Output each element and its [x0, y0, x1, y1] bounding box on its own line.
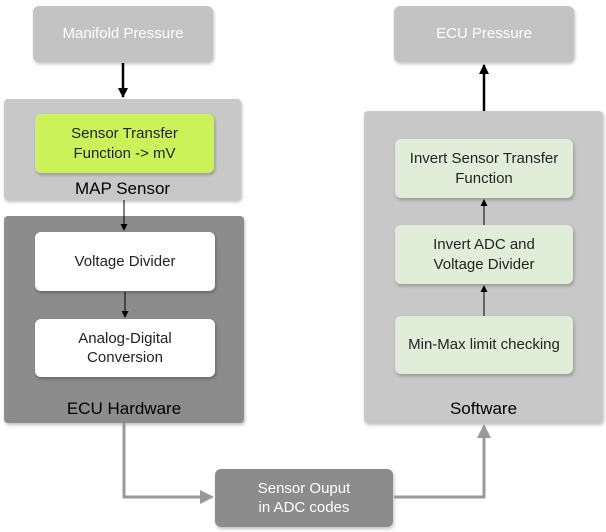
voltage-divider-box: Voltage Divider [35, 232, 215, 291]
sensor-transfer-function-box: Sensor Transfer Function -> mV [35, 114, 214, 173]
software-group: Invert Sensor Transfer Function Invert A… [364, 111, 603, 423]
voltage-divider-label: Voltage Divider [74, 252, 176, 270]
ecu-pressure-box: ECU Pressure [394, 6, 574, 62]
ecu-hardware-label: ECU Hardware [66, 399, 182, 418]
map-sensor-group: Sensor Transfer Function -> mV MAP Senso… [4, 99, 241, 200]
sensor-output-label: Sensor Ouput in ADC codes [257, 479, 351, 517]
invert-sensor-transfer-label: Invert Sensor Transfer Function [409, 150, 559, 187]
min-max-label: Min-Max limit checking [408, 336, 560, 354]
ecu-pressure-label: ECU Pressure [436, 25, 532, 43]
invert-sensor-transfer-box: Invert Sensor Transfer Function [395, 139, 573, 198]
manifold-pressure-box: Manifold Pressure [33, 6, 213, 62]
ecu-hardware-group: Voltage Divider Analog-Digital Conversio… [4, 216, 244, 423]
invert-adc-box: Invert ADC and Voltage Divider [395, 225, 573, 284]
sensor-output-box: Sensor Ouput in ADC codes [215, 469, 393, 527]
arrow-output-to-software [394, 424, 491, 499]
min-max-box: Min-Max limit checking [395, 316, 573, 374]
sensor-transfer-function-label: Sensor Transfer Function -> mV [71, 125, 178, 162]
manifold-pressure-label: Manifold Pressure [62, 25, 184, 43]
adc-box: Analog-Digital Conversion [35, 319, 215, 377]
software-label: Software [449, 399, 518, 418]
adc-label: Analog-Digital Conversion [78, 329, 172, 367]
invert-adc-label: Invert ADC and Voltage Divider [433, 236, 535, 273]
map-sensor-label: MAP Sensor [74, 179, 171, 198]
arrow-ecu-hardware-to-output [122, 423, 214, 504]
